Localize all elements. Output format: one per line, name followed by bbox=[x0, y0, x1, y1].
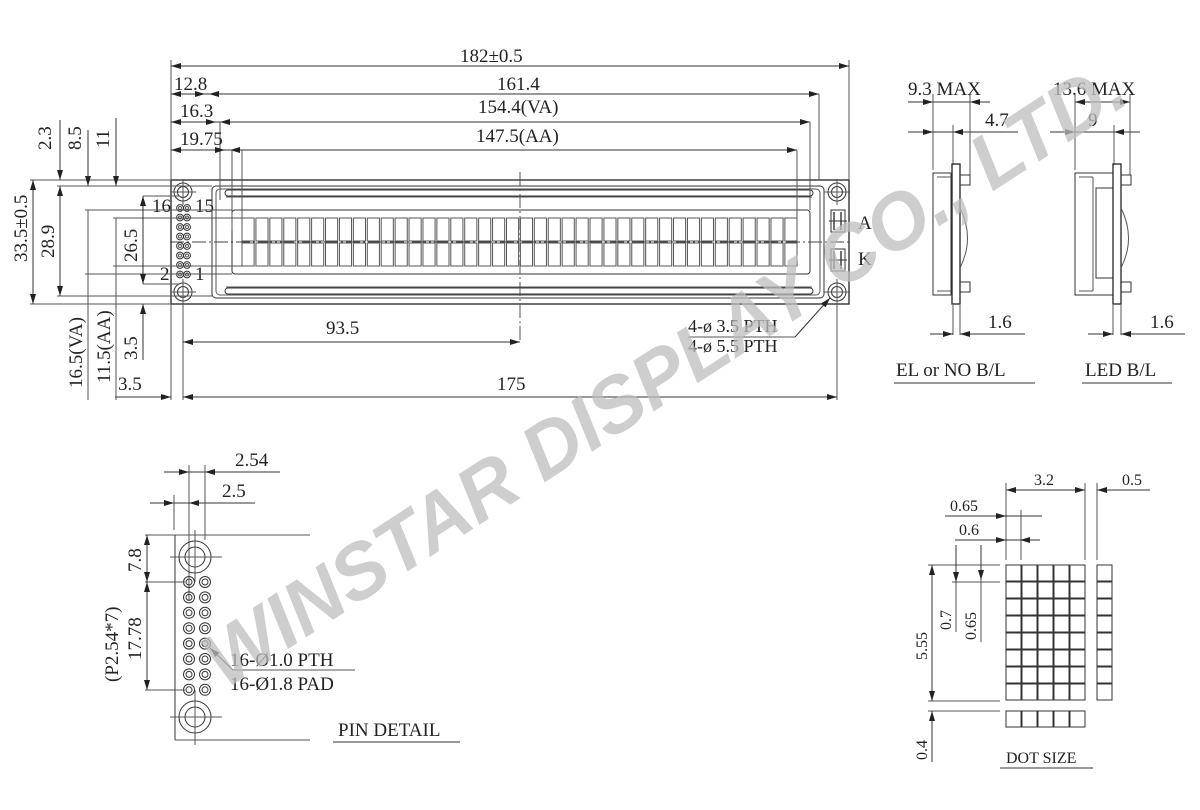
pin-pth-note: 16-Ø1.0 PTH bbox=[230, 650, 334, 671]
dim-va-height: 16.5(VA) bbox=[66, 317, 87, 388]
mounting-hole-tl bbox=[170, 179, 196, 205]
pin-detail-caption: PIN DETAIL bbox=[338, 720, 440, 741]
dim-16-3: 16.3 bbox=[180, 101, 213, 122]
led-max-thickness: 13.6 MAX bbox=[1053, 79, 1136, 100]
dot-cursor-gap: 0.4 bbox=[914, 740, 931, 760]
dim-161-4: 161.4 bbox=[497, 74, 540, 95]
dot-pitch-y: 0.7 bbox=[938, 610, 955, 630]
pin-detail-hole-top bbox=[170, 530, 222, 582]
front-view: 16 15 2 1 A K 182±0.5 12.8 161.4 16.3 15… bbox=[11, 46, 872, 400]
dim-overall-height: 33.5±0.5 bbox=[11, 195, 32, 262]
dot-height: 0.65 bbox=[963, 612, 980, 640]
dim-2-3: 2.3 bbox=[35, 126, 56, 150]
side-view-led: 13.6 MAX 9 1.6 LED B/L bbox=[1050, 79, 1185, 384]
dim-bottom-3-5: 3.5 bbox=[121, 336, 142, 360]
dim-overall-width: 182±0.5 bbox=[460, 46, 523, 67]
hole-note-pth-5-5: 4-ø 5.5 PTH bbox=[688, 336, 778, 356]
dim-va-width: 154.4(VA) bbox=[478, 97, 558, 118]
pin-dim-17-78: 17.78 bbox=[125, 617, 146, 660]
pin-16-label: 16 bbox=[152, 196, 171, 217]
mounting-hole-tr bbox=[824, 179, 850, 205]
dot-char-gap: 0.5 bbox=[1122, 472, 1142, 489]
el-max-thickness: 9.3 MAX bbox=[908, 79, 981, 100]
dot-grid bbox=[1005, 564, 1113, 728]
pin-header bbox=[176, 204, 191, 279]
dim-28-9: 28.9 bbox=[38, 225, 59, 258]
el-pcb-1-6: 1.6 bbox=[988, 312, 1012, 333]
dim-aa-height: 11.5(AA) bbox=[94, 310, 115, 383]
pin-pitch-note: (P2.54*7) bbox=[102, 607, 123, 682]
pin-pitch-2-54: 2.54 bbox=[235, 450, 269, 471]
hole-note-pth-3-5: 4-ø 3.5 PTH bbox=[688, 316, 778, 336]
dot-char-height: 5.55 bbox=[914, 632, 931, 660]
character-grid bbox=[241, 217, 798, 267]
dot-size-caption: DOT SIZE bbox=[1006, 750, 1076, 767]
el-caption: EL or NO B/L bbox=[896, 360, 1006, 381]
dim-left-3-5: 3.5 bbox=[118, 374, 142, 395]
led-pad-cathode bbox=[829, 248, 847, 272]
dim-12-8: 12.8 bbox=[174, 74, 207, 95]
led-backlight-hatch bbox=[1095, 187, 1114, 279]
pin-dim-2-5: 2.5 bbox=[222, 481, 246, 502]
dot-char-width: 3.2 bbox=[1034, 472, 1054, 489]
pin-pad-note: 16-Ø1.8 PAD bbox=[230, 674, 334, 695]
cathode-label: K bbox=[858, 249, 872, 270]
dim-93-5: 93.5 bbox=[326, 318, 359, 339]
dot-pitch-x: 0.65 bbox=[950, 498, 978, 515]
dim-aa-width: 147.5(AA) bbox=[476, 126, 559, 147]
led-pcb-1-6: 1.6 bbox=[1150, 312, 1174, 333]
pin-detail: 2.54 2.5 7.8 17.78 (P2.54*7) 16-Ø1.0 PTH… bbox=[102, 450, 460, 745]
led-pad-anode bbox=[829, 209, 847, 233]
dim-8-5: 8.5 bbox=[65, 126, 86, 150]
anode-label: A bbox=[858, 213, 872, 234]
pin-15-label: 15 bbox=[195, 196, 214, 217]
dim-26-5: 26.5 bbox=[121, 229, 142, 262]
pin-dim-7-8: 7.8 bbox=[125, 548, 146, 572]
dim-175: 175 bbox=[497, 374, 526, 395]
side-view-el: 9.3 MAX 4.7 1.6 EL or NO B/L bbox=[894, 79, 1035, 384]
dim-19-75: 19.75 bbox=[180, 129, 223, 150]
pin-detail-hole-bottom bbox=[170, 690, 222, 745]
pin-detail-pins bbox=[183, 576, 211, 696]
led-dim-9: 9 bbox=[1088, 110, 1098, 131]
led-caption: LED B/L bbox=[1085, 360, 1156, 381]
el-dim-4-7: 4.7 bbox=[985, 110, 1009, 131]
dot-size: 3.2 0.5 0.65 0.6 5.55 0.7 0.65 0.4 DOT S… bbox=[914, 472, 1150, 769]
dim-11: 11 bbox=[93, 130, 114, 148]
dot-width: 0.6 bbox=[959, 522, 979, 539]
